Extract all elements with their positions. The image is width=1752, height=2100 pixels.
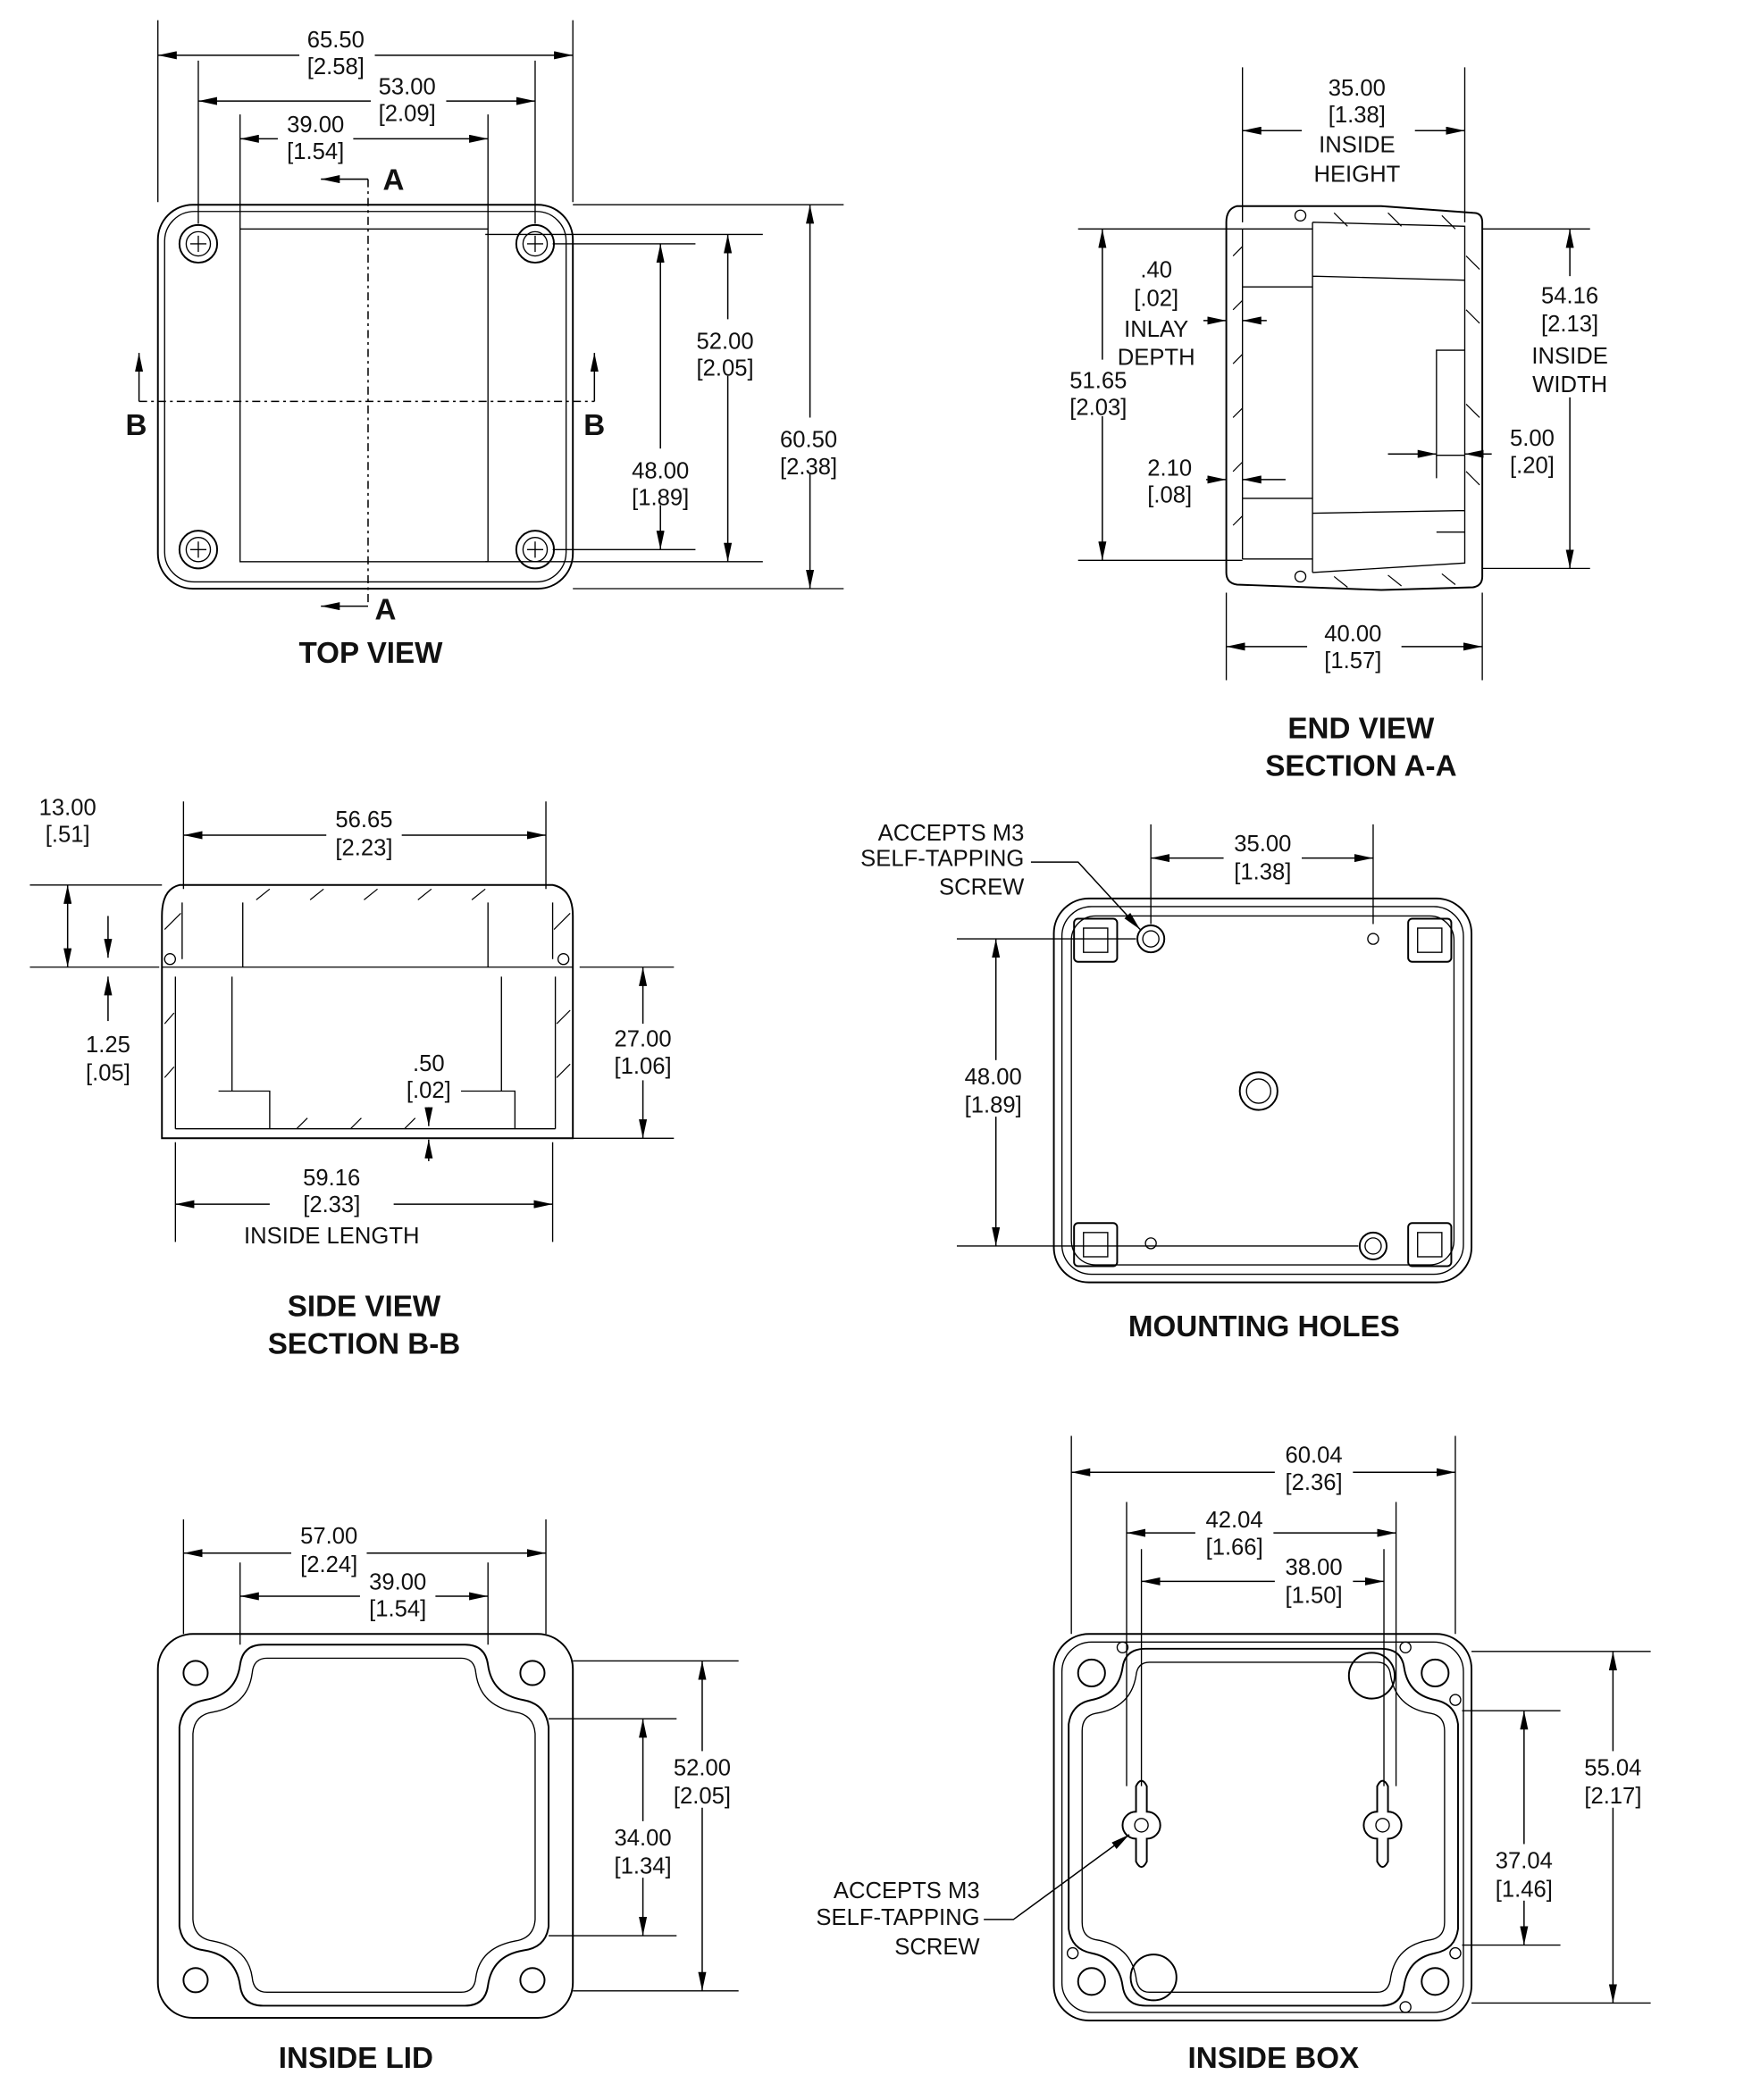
dim-lid-length: 56.65 (335, 807, 392, 832)
dim-screw-spacing-y-in: [1.89] (632, 486, 689, 511)
dim-lid-height: 13.00 (39, 795, 96, 820)
dim-inlay-depth-in: [.02] (1134, 286, 1178, 311)
dim-note: INSIDE LENGTH (244, 1224, 420, 1249)
dim-inlay-height: 51.65 (1069, 368, 1127, 393)
dim-notch-width: 39.00 (369, 1569, 426, 1594)
dim-inside-length: 59.16 (303, 1166, 360, 1191)
dim-window-height-in: [2.05] (697, 356, 754, 381)
callout-text: SELF-TAPPING (816, 1905, 979, 1930)
dim-gasket-offset: 1.25 (86, 1033, 130, 1058)
dim-inside-length-in: [2.33] (303, 1192, 360, 1217)
mounting-hole-icon (1136, 925, 1388, 1260)
dim-screw-spacing-y: 48.00 (632, 458, 689, 483)
dim-rib-depth-in: [.20] (1510, 453, 1555, 478)
inside-box-view: 60.04 [2.36] 42.04 [1.66] 38.00 [1.50] 5… (816, 1435, 1653, 2075)
end-view-section-a-a: 35.00 [1.38] INSIDE HEIGHT 54.16 [2.13] … (1061, 67, 1617, 783)
dim-notch-width-in: [1.54] (369, 1597, 426, 1622)
dim-inside-box-width: 55.04 (1584, 1756, 1641, 1781)
callout-text: SCREW (894, 1935, 980, 1960)
dim-overall-height: 40.00 (1324, 622, 1381, 647)
dim-inside-width: 54.16 (1541, 283, 1598, 308)
dim-note: WIDTH (1532, 372, 1607, 397)
dim-inside-box-length: 60.04 (1286, 1443, 1343, 1468)
callout-text: ACCEPTS M3 (834, 1878, 980, 1903)
dim-rib-depth: 5.00 (1510, 426, 1555, 451)
dim-note: INLAY (1124, 317, 1188, 342)
view-title: TOP VIEW (299, 637, 444, 670)
top-view: A A B B 65.50 [2.58] 53.00 [2.09] 39.00 … (126, 20, 850, 670)
screw-icon (178, 223, 556, 570)
dim-gasket-length: 57.00 (300, 1524, 357, 1549)
dim-lid-height-in: [.51] (46, 823, 90, 848)
dim-notch-spacing-in: [1.66] (1206, 1535, 1263, 1560)
dim-window-width: 39.00 (287, 113, 344, 138)
inside-lid-view: 57.00 [2.24] 39.00 [1.54] 52.00 [2.05] 3… (156, 1519, 742, 2075)
section-a-label: A (375, 594, 397, 627)
view-title: SIDE VIEW (288, 1290, 441, 1323)
screw-hole-icon (182, 1660, 546, 1994)
screw-hole-icon (1066, 1641, 1462, 2013)
dim-lid-length-in: [2.23] (335, 836, 392, 861)
dim-notch-height: 37.04 (1496, 1849, 1553, 1874)
dim-note: INSIDE (1531, 344, 1607, 369)
dim-screw-spacing-x: 53.00 (379, 75, 436, 100)
callout-text: SCREW (939, 874, 1025, 899)
dim-wall-thickness-in: [.08] (1147, 482, 1192, 507)
view-title: MOUNTING HOLES (1128, 1310, 1400, 1343)
callout-text: SELF-TAPPING (860, 847, 1024, 872)
dim-notch-height-in: [1.46] (1496, 1877, 1553, 1902)
dim-gasket-width-in: [2.05] (674, 1784, 731, 1809)
dim-note: DEPTH (1118, 346, 1195, 371)
dim-inside-height: 35.00 (1329, 76, 1386, 101)
dim-inside-width-in: [2.13] (1541, 312, 1598, 337)
mounting-holes-view: 35.00 [1.38] 48.00 [1.89] ACCEPTS M3 SEL… (860, 821, 1473, 1343)
dim-overall-length: 65.50 (307, 28, 365, 53)
dim-overall-width-in: [2.38] (780, 455, 837, 480)
dim-inside-height-in: [1.38] (1329, 103, 1386, 128)
dim-note: INSIDE (1319, 132, 1395, 157)
dim-keyhole-spacing: 38.00 (1286, 1555, 1343, 1580)
dim-gasket-length-in: [2.24] (300, 1552, 357, 1577)
dim-notch-spacing: 42.04 (1206, 1508, 1263, 1533)
dim-overall-height-in: [1.57] (1324, 648, 1381, 674)
dim-notch-height: 34.00 (615, 1826, 672, 1851)
dim-gasket-offset-in: [.05] (86, 1060, 130, 1085)
dim-inlay-height-in: [2.03] (1069, 395, 1127, 420)
dim-overall-width: 60.50 (780, 428, 837, 453)
dim-inlay-depth: .40 (1140, 258, 1172, 283)
dim-window-height: 52.00 (697, 330, 754, 355)
section-b-label: B (583, 409, 605, 442)
dim-foot-height-in: [.02] (407, 1078, 451, 1103)
dim-keyhole-spacing-in: [1.50] (1286, 1584, 1343, 1609)
view-subtitle: SECTION A-A (1265, 750, 1456, 783)
dim-overall-length-in: [2.58] (307, 54, 365, 79)
view-title: INSIDE LID (279, 2042, 433, 2075)
dim-base-height-in: [1.06] (615, 1054, 672, 1079)
corner-boss-icon (1073, 917, 1453, 1268)
view-title: END VIEW (1287, 712, 1435, 745)
dim-foot-height: .50 (413, 1051, 445, 1076)
dim-notch-height-in: [1.34] (615, 1854, 672, 1879)
dim-note: HEIGHT (1313, 163, 1400, 188)
dim-wall-thickness: 2.10 (1147, 456, 1192, 481)
dim-inside-box-length-in: [2.36] (1286, 1470, 1343, 1495)
section-b-label: B (126, 409, 147, 442)
view-title: INSIDE BOX (1188, 2042, 1360, 2075)
keyhole-mount-icon (1121, 1779, 1403, 1869)
dim-screw-spacing-x-in: [2.09] (379, 102, 436, 127)
side-view-section-b-b: 13.00 [.51] 56.65 [2.23] 1.25 [.05] 27.0… (29, 795, 683, 1361)
dim-window-width-in: [1.54] (287, 139, 344, 164)
dim-hole-spacing-x-in: [1.38] (1234, 860, 1291, 885)
section-a-label: A (383, 164, 405, 197)
callout-text: ACCEPTS M3 (878, 821, 1025, 846)
dim-base-height: 27.00 (615, 1027, 672, 1052)
dim-hole-spacing-y: 48.00 (965, 1065, 1022, 1090)
dim-hole-spacing-x: 35.00 (1234, 832, 1291, 857)
dim-gasket-width: 52.00 (674, 1756, 731, 1781)
view-subtitle: SECTION B-B (268, 1328, 461, 1361)
dim-inside-box-width-in: [2.17] (1584, 1784, 1641, 1809)
dim-hole-spacing-y-in: [1.89] (965, 1093, 1022, 1118)
